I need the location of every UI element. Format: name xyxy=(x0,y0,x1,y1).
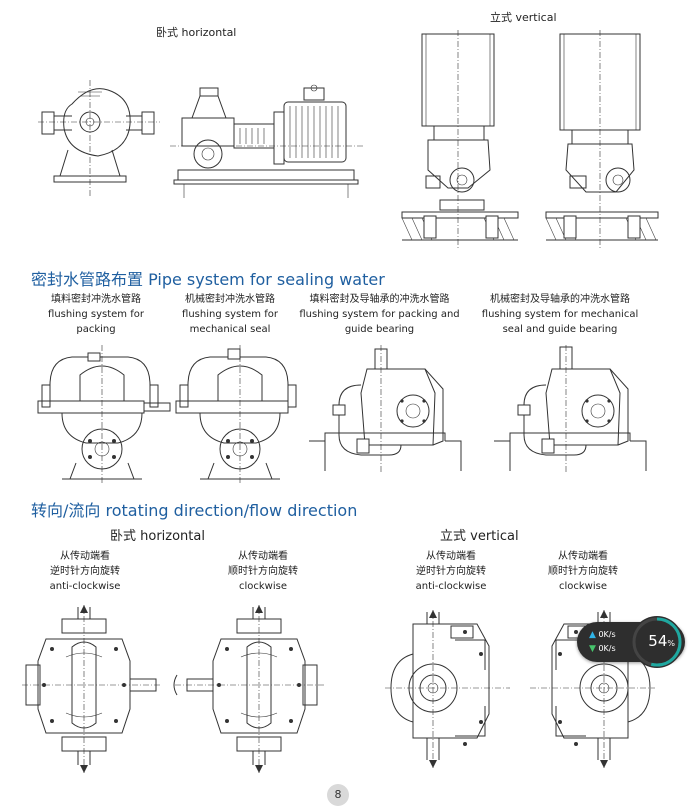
pipe-item-4-cn: 机械密封及导轴承的冲洗水管路 xyxy=(490,294,630,305)
upload-arrow-icon: ▲ xyxy=(589,630,596,640)
rotation-item-3-line1: 从传动端看 xyxy=(426,551,476,562)
network-speed-widget[interactable]: ▲ 0K/s ▼ 0K/s 54% xyxy=(577,616,685,668)
pipe-item-3-cn: 填料密封及导轴承的冲洗水管路 xyxy=(309,294,450,305)
pipe-item-2-caption: 机械密封冲洗水管路 flushing system for mechanical… xyxy=(160,292,300,337)
pipe-item-4-en1: flushing system for mechanical xyxy=(481,309,639,320)
pipe-item-3-en1: flushing system for packing and xyxy=(299,309,460,320)
rotation-item-4-caption: 从传动端看 顺时针方向旋转 clockwise xyxy=(528,549,638,594)
rotation-item-2-caption: 从传动端看 顺时针方向旋转 clockwise xyxy=(208,549,318,594)
download-speed-row: ▼ 0K/s xyxy=(589,644,616,654)
horizontal-label-top: 卧式 horizontal xyxy=(156,26,237,39)
pipe-item-2-cn: 机械密封冲洗水管路 xyxy=(185,294,275,305)
rotation-item-3-line2: 逆时针方向旋转 xyxy=(416,566,486,577)
vertical-pump-front-drawing xyxy=(398,30,526,250)
rotation-item-3-line3: anti-clockwise xyxy=(415,581,487,592)
horizontal-pump-end-view-drawing xyxy=(38,80,160,200)
rotation-item-4-line3: clockwise xyxy=(558,581,607,592)
pipe-item-4-en2: seal and guide bearing xyxy=(502,324,618,335)
pipe-section-title: 密封水管路布置 Pipe system for sealing water xyxy=(31,270,385,289)
rotation-section-title: 转向/流向 rotating direction/flow direction xyxy=(31,501,358,520)
pipe-item-1-en1: flushing system for xyxy=(48,309,144,320)
rotation-horizontal-label: 卧式 horizontal xyxy=(110,529,205,544)
download-speed-value: 0K/s xyxy=(598,644,616,653)
rotation-item-1-line3: anti-clockwise xyxy=(49,581,121,592)
rotation-item-2-line2: 顺时针方向旋转 xyxy=(228,566,298,577)
rotation-item-1-line2: 逆时针方向旋转 xyxy=(50,566,120,577)
pipe-item-3-en2: guide bearing xyxy=(344,324,415,335)
pipe-system-packing-drawing xyxy=(32,345,172,485)
pipe-system-mechanical-seal-guide-bearing-drawing xyxy=(490,345,650,475)
rotation-vertical-label: 立式 vertical xyxy=(440,529,519,544)
pipe-item-2-en1: flushing system for xyxy=(182,309,278,320)
upload-speed-value: 0K/s xyxy=(598,630,616,639)
page-number: 8 xyxy=(327,784,349,806)
pipe-item-4-caption: 机械密封及导轴承的冲洗水管路 flushing system for mecha… xyxy=(470,292,650,337)
pipe-item-1-caption: 填料密封冲洗水管路 flushing system for packing xyxy=(26,292,166,337)
rotation-item-4-line2: 顺时针方向旋转 xyxy=(548,566,618,577)
pipe-item-1-cn: 填料密封冲洗水管路 xyxy=(51,294,141,305)
rotation-vertical-anticlockwise-drawing xyxy=(385,610,510,768)
usage-percent-unit: % xyxy=(667,639,675,648)
rotation-horizontal-anticlockwise-drawing xyxy=(22,605,162,773)
rotation-item-2-line3: clockwise xyxy=(238,581,287,592)
usage-percent-value: 54 xyxy=(648,632,668,650)
rotation-item-4-line1: 从传动端看 xyxy=(558,551,608,562)
vertical-label-top: 立式 vertical xyxy=(490,11,557,24)
usage-ring-icon xyxy=(631,616,683,668)
rotation-item-3-caption: 从传动端看 逆时针方向旋转 anti-clockwise xyxy=(396,549,506,594)
pipe-item-2-en2: mechanical seal xyxy=(189,324,271,335)
rotation-item-2-line1: 从传动端看 xyxy=(238,551,288,562)
rotation-item-1-line1: 从传动端看 xyxy=(60,551,110,562)
horizontal-pump-side-view-drawing xyxy=(170,80,365,205)
pipe-system-mechanical-seal-drawing xyxy=(170,345,310,485)
usage-percent: 54% xyxy=(648,632,675,650)
pipe-system-packing-guide-bearing-drawing xyxy=(305,345,465,475)
vertical-pump-side-drawing xyxy=(540,30,668,250)
rotation-item-1-caption: 从传动端看 逆时针方向旋转 anti-clockwise xyxy=(30,549,140,594)
pipe-item-1-en2: packing xyxy=(76,324,116,335)
rotation-horizontal-clockwise-drawing xyxy=(175,605,325,773)
pipe-item-3-caption: 填料密封及导轴承的冲洗水管路 flushing system for packi… xyxy=(292,292,467,337)
download-arrow-icon: ▼ xyxy=(589,644,596,654)
upload-speed-row: ▲ 0K/s xyxy=(589,630,616,640)
